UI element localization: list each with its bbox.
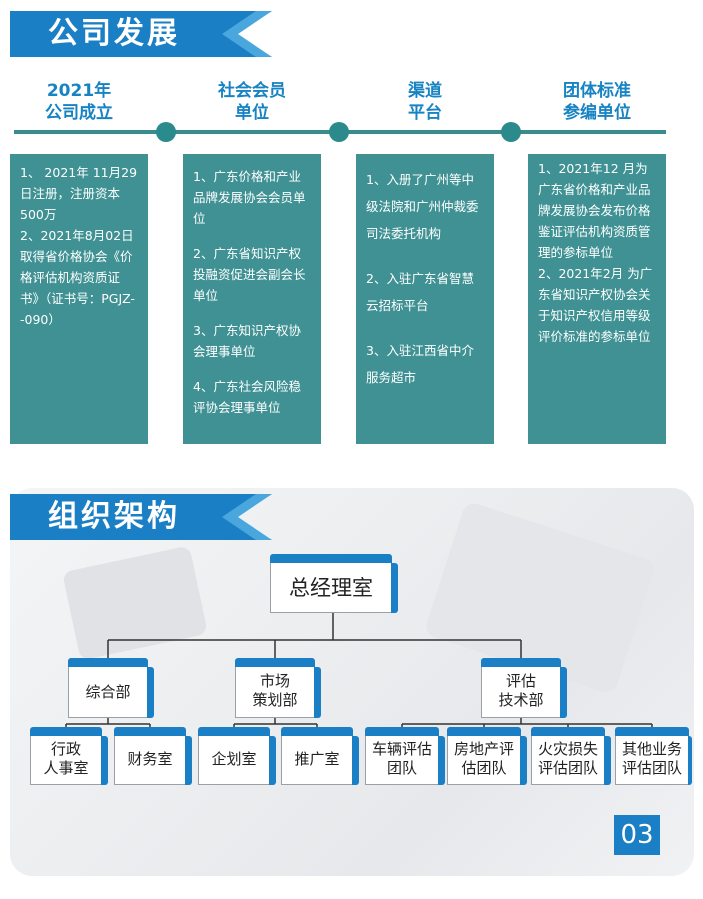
- timeline-title-2: 社会会员单位: [218, 81, 286, 123]
- org-box-team-finance: 财务室: [114, 727, 192, 785]
- card-item: 1、2021年12 月为广东省价格和产业品牌发展协会发布价格鉴证评估机构资质管理…: [538, 161, 651, 260]
- org-box-team-vehicle: 车辆评估团队: [365, 727, 445, 785]
- timeline-card-4: 1、2021年12 月为广东省价格和产业品牌发展协会发布价格鉴证评估机构资质管理…: [528, 154, 666, 444]
- timeline-card-1: 1、 2021年 11月29日注册，注册资本500万 2、2021年8月02日取…: [10, 154, 148, 444]
- timeline-dot-1: [156, 122, 176, 142]
- section-banner-org: 组织架构: [10, 494, 272, 540]
- timeline-title-1: 2021年公司成立: [45, 81, 113, 123]
- section-banner-development: 公司发展: [10, 11, 272, 57]
- card-item: 3、入驻江西省中介服务超市: [366, 343, 474, 385]
- card-item: 2、入驻广东省智慧云招标平台: [366, 271, 474, 313]
- banner-shape: [10, 494, 272, 540]
- page-number: 03: [614, 815, 660, 855]
- org-box-team-real-estate: 房地产评估团队: [447, 727, 527, 785]
- card-item: 4、广东社会风险稳评协会理事单位: [193, 379, 301, 415]
- timeline-title-3: 渠道平台: [408, 81, 442, 123]
- timeline-title-4: 团体标准参编单位: [563, 81, 631, 123]
- card-item: 3、广东知识产权协会理事单位: [193, 323, 301, 359]
- card-item: 2、2021年8月02日取得省价格协会《价格评估机构资质证书》（证书号：PGJZ…: [20, 228, 136, 327]
- section-title-org: 组织架构: [48, 499, 180, 534]
- section-title-development: 公司发展: [48, 16, 180, 51]
- org-box-team-other: 其他业务评估团队: [615, 727, 692, 785]
- org-box-team-fire-loss: 火灾损失评估团队: [531, 727, 611, 785]
- org-box-team-admin-hr: 行政人事室: [30, 727, 108, 785]
- org-box-general-manager: 总经理室: [270, 554, 398, 613]
- org-box-department-appraisal: 评估技术部: [481, 658, 567, 718]
- card-item: 1、入册了广州等中级法院和广州仲裁委司法委托机构: [366, 172, 479, 241]
- timeline-card-3: 1、入册了广州等中级法院和广州仲裁委司法委托机构 2、入驻广东省智慧云招标平台 …: [356, 154, 494, 444]
- org-box-team-planning: 企划室: [198, 727, 276, 785]
- card-item: 1、 2021年 11月29日注册，注册资本500万: [20, 165, 138, 222]
- timeline-card-2: 1、广东价格和产业品牌发展协会会员单位 2、广东省知识产权投融资促进会副会长单位…: [183, 154, 321, 444]
- timeline-dot-2: [329, 122, 349, 142]
- org-box-team-promotion: 推广室: [281, 727, 359, 785]
- card-item: 2、广东省知识产权投融资促进会副会长单位: [193, 246, 306, 303]
- card-item: 1、广东价格和产业品牌发展协会会员单位: [193, 169, 306, 226]
- card-item: 2、2021年2月 为广东省知识产权协会关于知识产权信用等级评价标准的参标单位: [538, 266, 653, 344]
- org-box-department-marketing: 市场策划部: [235, 658, 321, 718]
- timeline-dot-3: [501, 122, 521, 142]
- banner-shape: [10, 11, 272, 57]
- org-box-department-general: 综合部: [68, 658, 154, 718]
